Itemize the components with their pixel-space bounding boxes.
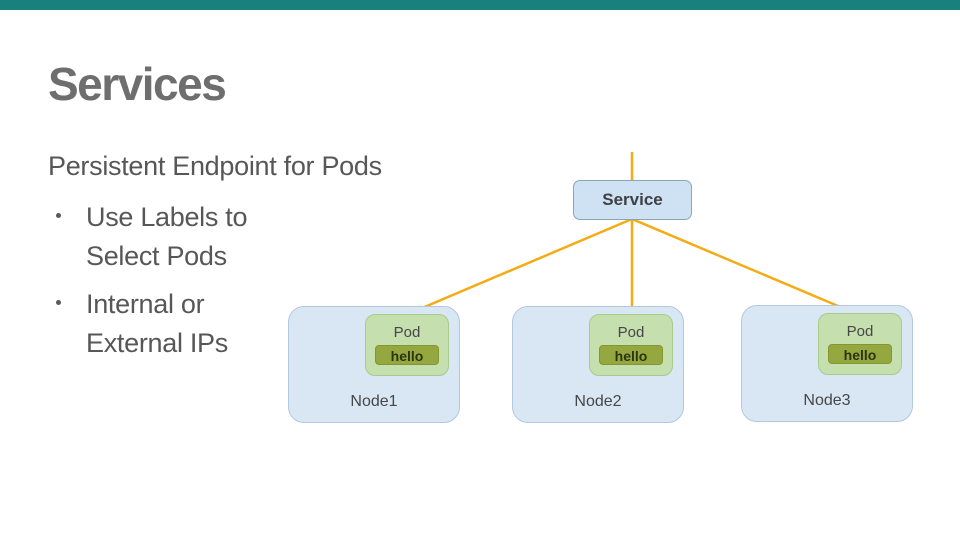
pod-box: Pod hello — [818, 313, 902, 375]
bullet-item: Internal or External IPs — [56, 285, 228, 363]
node-label: Node1 — [350, 393, 398, 410]
pod-label: Pod — [393, 324, 421, 341]
pod-box: Pod hello — [589, 314, 673, 376]
node-box: Pod hello Node1 — [288, 306, 460, 423]
service-to-node1-line — [407, 217, 633, 316]
node-label: Node3 — [803, 392, 851, 409]
container-badge: hello — [375, 345, 439, 365]
bullet-text: Use Labels to Select Pods — [86, 202, 248, 271]
container-badge: hello — [599, 345, 663, 365]
bullet-text: Internal or External IPs — [86, 289, 228, 358]
pod-box: Pod hello — [365, 314, 449, 376]
bullet-dot-icon — [56, 213, 61, 218]
service-box: Service — [573, 180, 692, 220]
bullet-dot-icon — [56, 300, 61, 305]
container-badge: hello — [828, 344, 892, 364]
bullet-item: Use Labels to Select Pods — [56, 198, 248, 276]
top-accent-bar — [0, 0, 960, 10]
pod-label: Pod — [846, 323, 874, 340]
page-title: Services — [48, 58, 227, 110]
node-label: Node2 — [574, 393, 622, 410]
node-box: Pod hello Node3 — [741, 305, 913, 422]
pod-label: Pod — [617, 324, 645, 341]
service-to-node3-line — [631, 217, 858, 316]
node-box: Pod hello Node2 — [512, 306, 684, 423]
subtitle: Persistent Endpoint for Pods — [48, 151, 382, 181]
service-label: Service — [602, 190, 663, 209]
